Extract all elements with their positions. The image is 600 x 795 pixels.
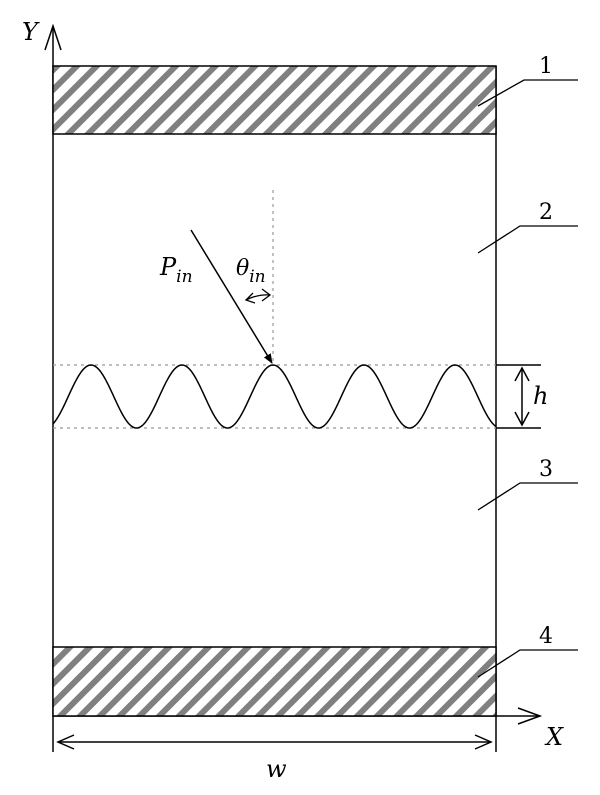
angle-arc	[245, 294, 271, 301]
height-arrowhead-bottom	[514, 411, 530, 427]
incident-power-label: Pin	[159, 253, 193, 287]
incident-angle-label: θin	[236, 256, 266, 287]
callout-leader-4	[477, 649, 578, 678]
sinusoidal-interface	[52, 364, 497, 429]
callout-number-1: 1	[539, 54, 553, 79]
callout-number-3: 3	[539, 457, 553, 482]
y-axis-label: Y	[22, 18, 40, 46]
callout-leader-1	[477, 79, 578, 107]
callout-number-4: 4	[539, 624, 553, 649]
width-label: w	[266, 755, 287, 783]
incident-ray-arrow	[190, 229, 273, 364]
angle-arc-arrowhead-left	[244, 292, 256, 304]
height-arrowhead-top	[514, 366, 530, 382]
y-axis-arrowhead	[44, 23, 62, 51]
top-hatched-layer	[52, 65, 497, 135]
x-axis-label: X	[544, 723, 564, 751]
callout-number-2: 2	[539, 200, 553, 225]
angle-arc-arrowhead-right	[261, 288, 272, 302]
height-label: h	[533, 382, 548, 410]
callout-leader-3	[477, 482, 578, 511]
bottom-hatched-layer	[52, 646, 497, 717]
callout-leader-2	[477, 225, 578, 254]
width-arrowhead-right	[474, 734, 493, 750]
width-arrowhead-left	[56, 734, 75, 750]
x-axis-arrowhead	[517, 707, 543, 725]
